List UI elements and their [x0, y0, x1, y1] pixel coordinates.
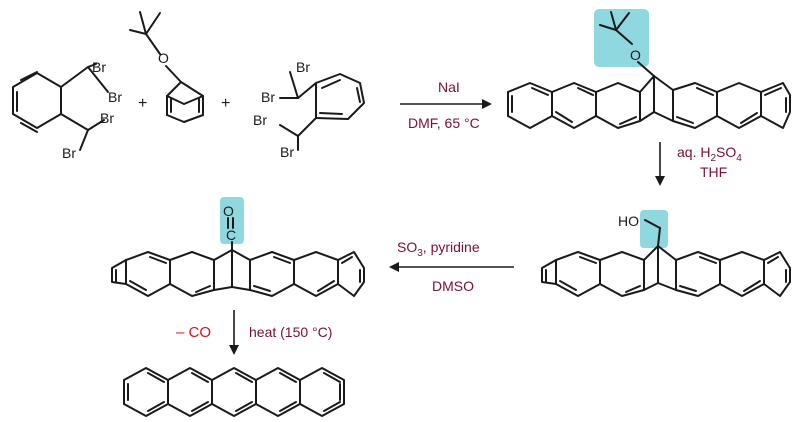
- step2-solvent: THF: [700, 164, 727, 180]
- arrow-head: [655, 176, 665, 186]
- atom-br: Br: [62, 145, 76, 161]
- pentacene-product: [123, 367, 345, 417]
- step1-reagent: NaI: [438, 79, 460, 95]
- atom-br: Br: [261, 89, 275, 105]
- step4-conditions: heat (150 °C): [249, 324, 332, 340]
- arrow-head: [229, 345, 239, 355]
- atom-br: Br: [280, 144, 294, 160]
- step4-lost-group: – CO: [176, 324, 211, 341]
- atom-br: Br: [92, 59, 106, 75]
- atom-hydroxyl: HO: [618, 213, 639, 229]
- bridged-alcohol: [541, 219, 791, 297]
- atom-br: Br: [253, 112, 267, 128]
- step1-conditions: DMF, 65 °C: [408, 115, 480, 131]
- hydroxyl-highlight: [640, 210, 668, 248]
- arrow-head: [482, 99, 492, 109]
- tert-butoxy-highlight: [594, 9, 649, 67]
- atom-br: Br: [100, 110, 114, 126]
- step3-reagent: SO3, pyridine: [397, 239, 480, 259]
- atom-br: Br: [296, 59, 310, 75]
- reactant-tert-butoxy-norbornadiene: [129, 11, 204, 123]
- reactant-tetrabromide-2: [279, 71, 365, 151]
- plus-sign: +: [221, 95, 230, 112]
- atom-oxygen: O: [158, 50, 169, 66]
- atom-oxygen: O: [630, 47, 641, 63]
- atom-carbonyl-oxygen: O: [223, 203, 234, 219]
- arrow-head: [389, 262, 399, 272]
- atom-br: Br: [108, 89, 122, 105]
- step3-solvent: DMSO: [432, 278, 474, 294]
- atom-carbonyl-carbon: C: [226, 227, 236, 243]
- reactant-tetrabromide-1: [12, 63, 109, 151]
- step2-reagent: aq. H2SO4: [677, 144, 742, 164]
- tert-butoxy-adduct: [507, 11, 791, 129]
- bridged-ketone: [111, 217, 365, 297]
- plus-sign: +: [138, 95, 147, 112]
